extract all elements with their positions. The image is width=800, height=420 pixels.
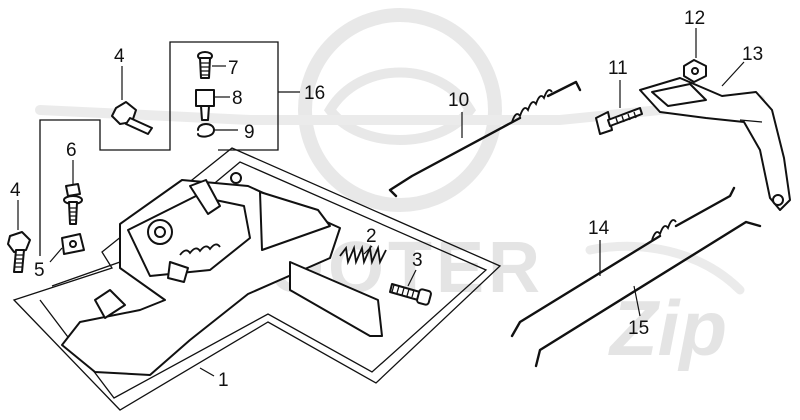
lever-nut (683, 59, 707, 83)
label-10: 10 (448, 90, 469, 111)
callout-labels: 1 2 3 4 4 5 6 7 8 9 10 11 12 13 14 15 16 (10, 8, 763, 391)
label-4-upper: 4 (114, 46, 125, 67)
spring-part (339, 244, 387, 266)
label-7: 7 (228, 58, 239, 79)
clip-nut-part (61, 233, 85, 255)
label-2: 2 (366, 226, 377, 247)
bracket-left (39, 41, 279, 256)
screw-part (197, 51, 213, 79)
label-9: 9 (244, 122, 255, 143)
label-5: 5 (34, 260, 45, 281)
label-13: 13 (742, 44, 763, 65)
assembly-outline (12, 147, 502, 411)
label-15: 15 (628, 318, 649, 339)
label-11: 11 (608, 58, 628, 79)
lever-bolt (595, 107, 643, 135)
label-1: 1 (218, 370, 229, 391)
e-clip-part (197, 123, 215, 138)
label-14: 14 (588, 218, 610, 239)
watermark-script: Zip (608, 284, 727, 372)
flange-bolt-left (7, 231, 31, 273)
washer-bolt-part (63, 183, 83, 225)
choke-rod (534, 220, 762, 368)
control-bracket (61, 172, 383, 376)
collar-part (195, 89, 215, 121)
governor-rod (388, 80, 582, 198)
leader-lines (17, 28, 745, 377)
bolt-part (389, 283, 432, 306)
throttle-rod (510, 186, 736, 338)
flange-bolt-upper (111, 101, 153, 135)
label-3: 3 (412, 250, 423, 271)
label-6: 6 (66, 140, 77, 161)
label-12: 12 (684, 8, 705, 29)
label-16: 16 (304, 83, 325, 104)
label-4-left: 4 (10, 180, 21, 201)
label-8: 8 (232, 88, 243, 109)
governor-lever (639, 77, 791, 211)
